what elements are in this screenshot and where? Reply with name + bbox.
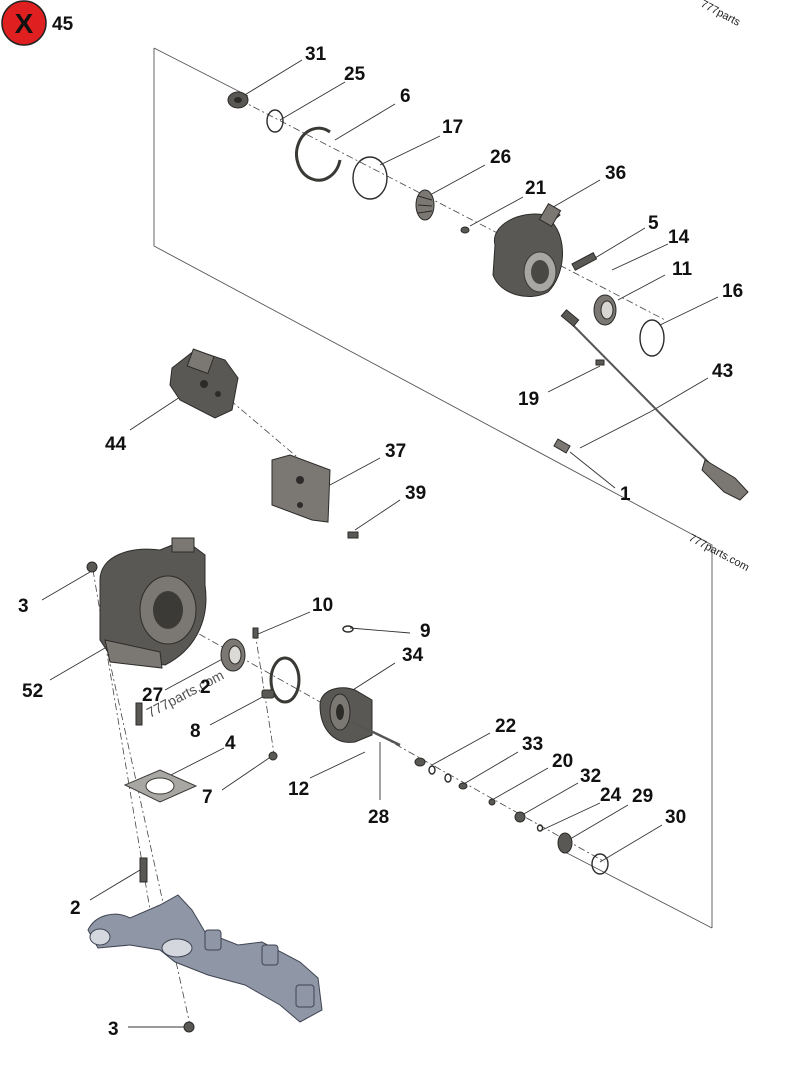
label-24: 24 bbox=[600, 785, 622, 806]
remove-badge-label: 45 bbox=[52, 14, 74, 35]
part-7-nut bbox=[268, 751, 278, 761]
part-19-bolt bbox=[595, 359, 605, 366]
label-33: 33 bbox=[522, 734, 543, 755]
label-43: 43 bbox=[712, 361, 733, 382]
part-3-nut-upper bbox=[86, 561, 98, 573]
label-1: 1 bbox=[620, 484, 631, 505]
label-14: 14 bbox=[668, 227, 690, 248]
label-30: 30 bbox=[665, 807, 686, 828]
label-17: 17 bbox=[442, 117, 463, 138]
label-32: 32 bbox=[580, 766, 601, 787]
label-34: 34 bbox=[402, 645, 424, 666]
part-24-ring bbox=[536, 824, 544, 832]
part-27-heat-shield-ring bbox=[220, 638, 246, 672]
actuator-group bbox=[169, 348, 359, 539]
label-44: 44 bbox=[105, 434, 127, 455]
part-32-collar bbox=[514, 811, 526, 823]
part-37-bracket bbox=[271, 454, 331, 523]
part-6-snap-ring bbox=[295, 126, 342, 182]
part-36-compressor-housing bbox=[492, 203, 563, 297]
part-22-ring bbox=[428, 765, 436, 775]
part-8-v-band-clamp bbox=[261, 656, 301, 704]
part-20-spacer bbox=[488, 798, 496, 806]
label-3-upper: 3 bbox=[18, 596, 29, 617]
remove-x-icon bbox=[1, 0, 47, 46]
compressor-group bbox=[227, 91, 749, 501]
exhaust-manifold-group bbox=[87, 857, 323, 1033]
part-25-ring bbox=[266, 109, 284, 133]
part-1-fitting bbox=[553, 438, 571, 454]
part-labels: 31 25 6 17 26 21 36 5 14 11 16 43 19 1 4… bbox=[18, 44, 743, 1040]
label-5: 5 bbox=[648, 213, 659, 234]
label-52: 52 bbox=[22, 681, 43, 702]
part-5-bolt bbox=[571, 252, 598, 271]
part-34-bearing-housing bbox=[319, 687, 373, 743]
part-44-actuator bbox=[169, 348, 239, 419]
label-25: 25 bbox=[344, 64, 366, 85]
label-2-upper: 2 bbox=[200, 677, 211, 698]
assembly-frame bbox=[153, 47, 713, 929]
shaft-small-parts bbox=[414, 757, 609, 875]
part-3-nut-lower bbox=[183, 1021, 195, 1033]
part-52-turbine-housing bbox=[99, 537, 207, 669]
part-4-gasket bbox=[123, 769, 198, 803]
part-26-compressor-wheel bbox=[415, 189, 435, 221]
label-26: 26 bbox=[490, 147, 511, 168]
part-39-screw bbox=[347, 531, 359, 539]
label-7: 7 bbox=[202, 787, 213, 808]
part-43-temperature-sensor bbox=[560, 309, 749, 501]
part-22-seal bbox=[414, 757, 426, 767]
label-21: 21 bbox=[525, 178, 547, 199]
label-10: 10 bbox=[312, 595, 333, 616]
label-3-lower: 3 bbox=[108, 1019, 119, 1040]
part-exhaust-manifold bbox=[87, 894, 323, 1023]
label-28: 28 bbox=[368, 807, 389, 828]
label-36: 36 bbox=[605, 163, 626, 184]
part-30-o-ring bbox=[591, 853, 609, 875]
part-33-ring bbox=[444, 773, 452, 783]
label-29: 29 bbox=[632, 786, 653, 807]
label-19: 19 bbox=[518, 389, 539, 410]
part-29-thrust-washer bbox=[557, 832, 573, 854]
part-31-nut bbox=[227, 91, 249, 109]
part-16-o-ring bbox=[639, 319, 665, 357]
watermark-middle-right: 777parts.com bbox=[687, 532, 751, 574]
part-9-clip bbox=[342, 625, 354, 633]
label-12: 12 bbox=[288, 779, 309, 800]
label-9: 9 bbox=[420, 621, 431, 642]
leader-lines bbox=[41, 59, 719, 1028]
label-37: 37 bbox=[385, 441, 406, 462]
part-2-stud-lower bbox=[139, 857, 148, 883]
label-31: 31 bbox=[305, 44, 327, 65]
part-10-bolt bbox=[252, 627, 259, 639]
remove-badge-glyph: X bbox=[15, 8, 34, 39]
label-8: 8 bbox=[190, 721, 201, 742]
label-4: 4 bbox=[225, 733, 236, 754]
part-21-washer bbox=[460, 226, 470, 234]
watermark-top-right: 777parts bbox=[699, 0, 743, 29]
remove-badge: X 45 bbox=[1, 0, 74, 46]
label-2-lower: 2 bbox=[70, 898, 81, 919]
label-22: 22 bbox=[495, 716, 516, 737]
label-6: 6 bbox=[400, 86, 411, 107]
label-16: 16 bbox=[722, 281, 743, 302]
label-20: 20 bbox=[552, 751, 573, 772]
turbine-housing-group bbox=[86, 537, 401, 803]
part-2-stud-upper bbox=[135, 702, 143, 726]
part-28-shaft bbox=[351, 720, 401, 747]
part-11-flange-ring bbox=[593, 294, 617, 326]
label-27: 27 bbox=[142, 685, 163, 706]
label-39: 39 bbox=[405, 483, 426, 504]
part-17-o-ring bbox=[352, 156, 388, 200]
part-33-washer bbox=[458, 782, 468, 790]
label-11: 11 bbox=[672, 259, 693, 280]
